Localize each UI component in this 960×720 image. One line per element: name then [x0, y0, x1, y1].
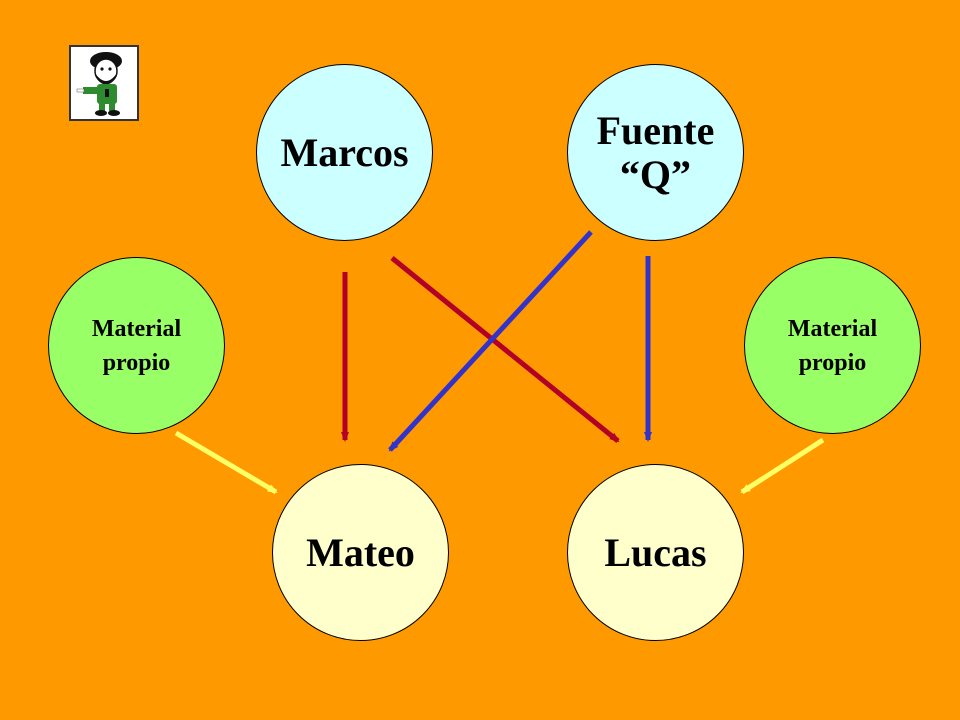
node-marcos-label: Marcos	[280, 129, 409, 175]
node-fuente-line2: “Q”	[619, 151, 692, 197]
node-material-left-line1: Material	[91, 315, 182, 342]
node-fuente-q: Fuente “Q”	[567, 64, 744, 241]
node-material-left-line2: propio	[102, 349, 171, 376]
arrow-fuente-to-mateo	[388, 230, 593, 452]
node-material-right-line1: Material	[787, 315, 878, 342]
cartoon-figure-icon	[69, 45, 139, 121]
arrow-material-right-to-lucas	[740, 437, 825, 495]
arrow-marcos-to-lucas	[390, 256, 620, 443]
node-lucas: Lucas	[567, 464, 744, 641]
node-mateo-label: Mateo	[306, 529, 415, 575]
node-fuente-line1: Fuente	[596, 107, 715, 153]
node-material-propio-left: Material propio	[48, 257, 225, 434]
arrow-material-left-to-mateo	[174, 430, 278, 495]
node-marcos: Marcos	[256, 64, 433, 241]
node-material-propio-right: Material propio	[744, 257, 921, 434]
node-mateo: Mateo	[272, 464, 449, 641]
node-lucas-label: Lucas	[604, 529, 707, 575]
node-material-right-line2: propio	[798, 349, 867, 376]
